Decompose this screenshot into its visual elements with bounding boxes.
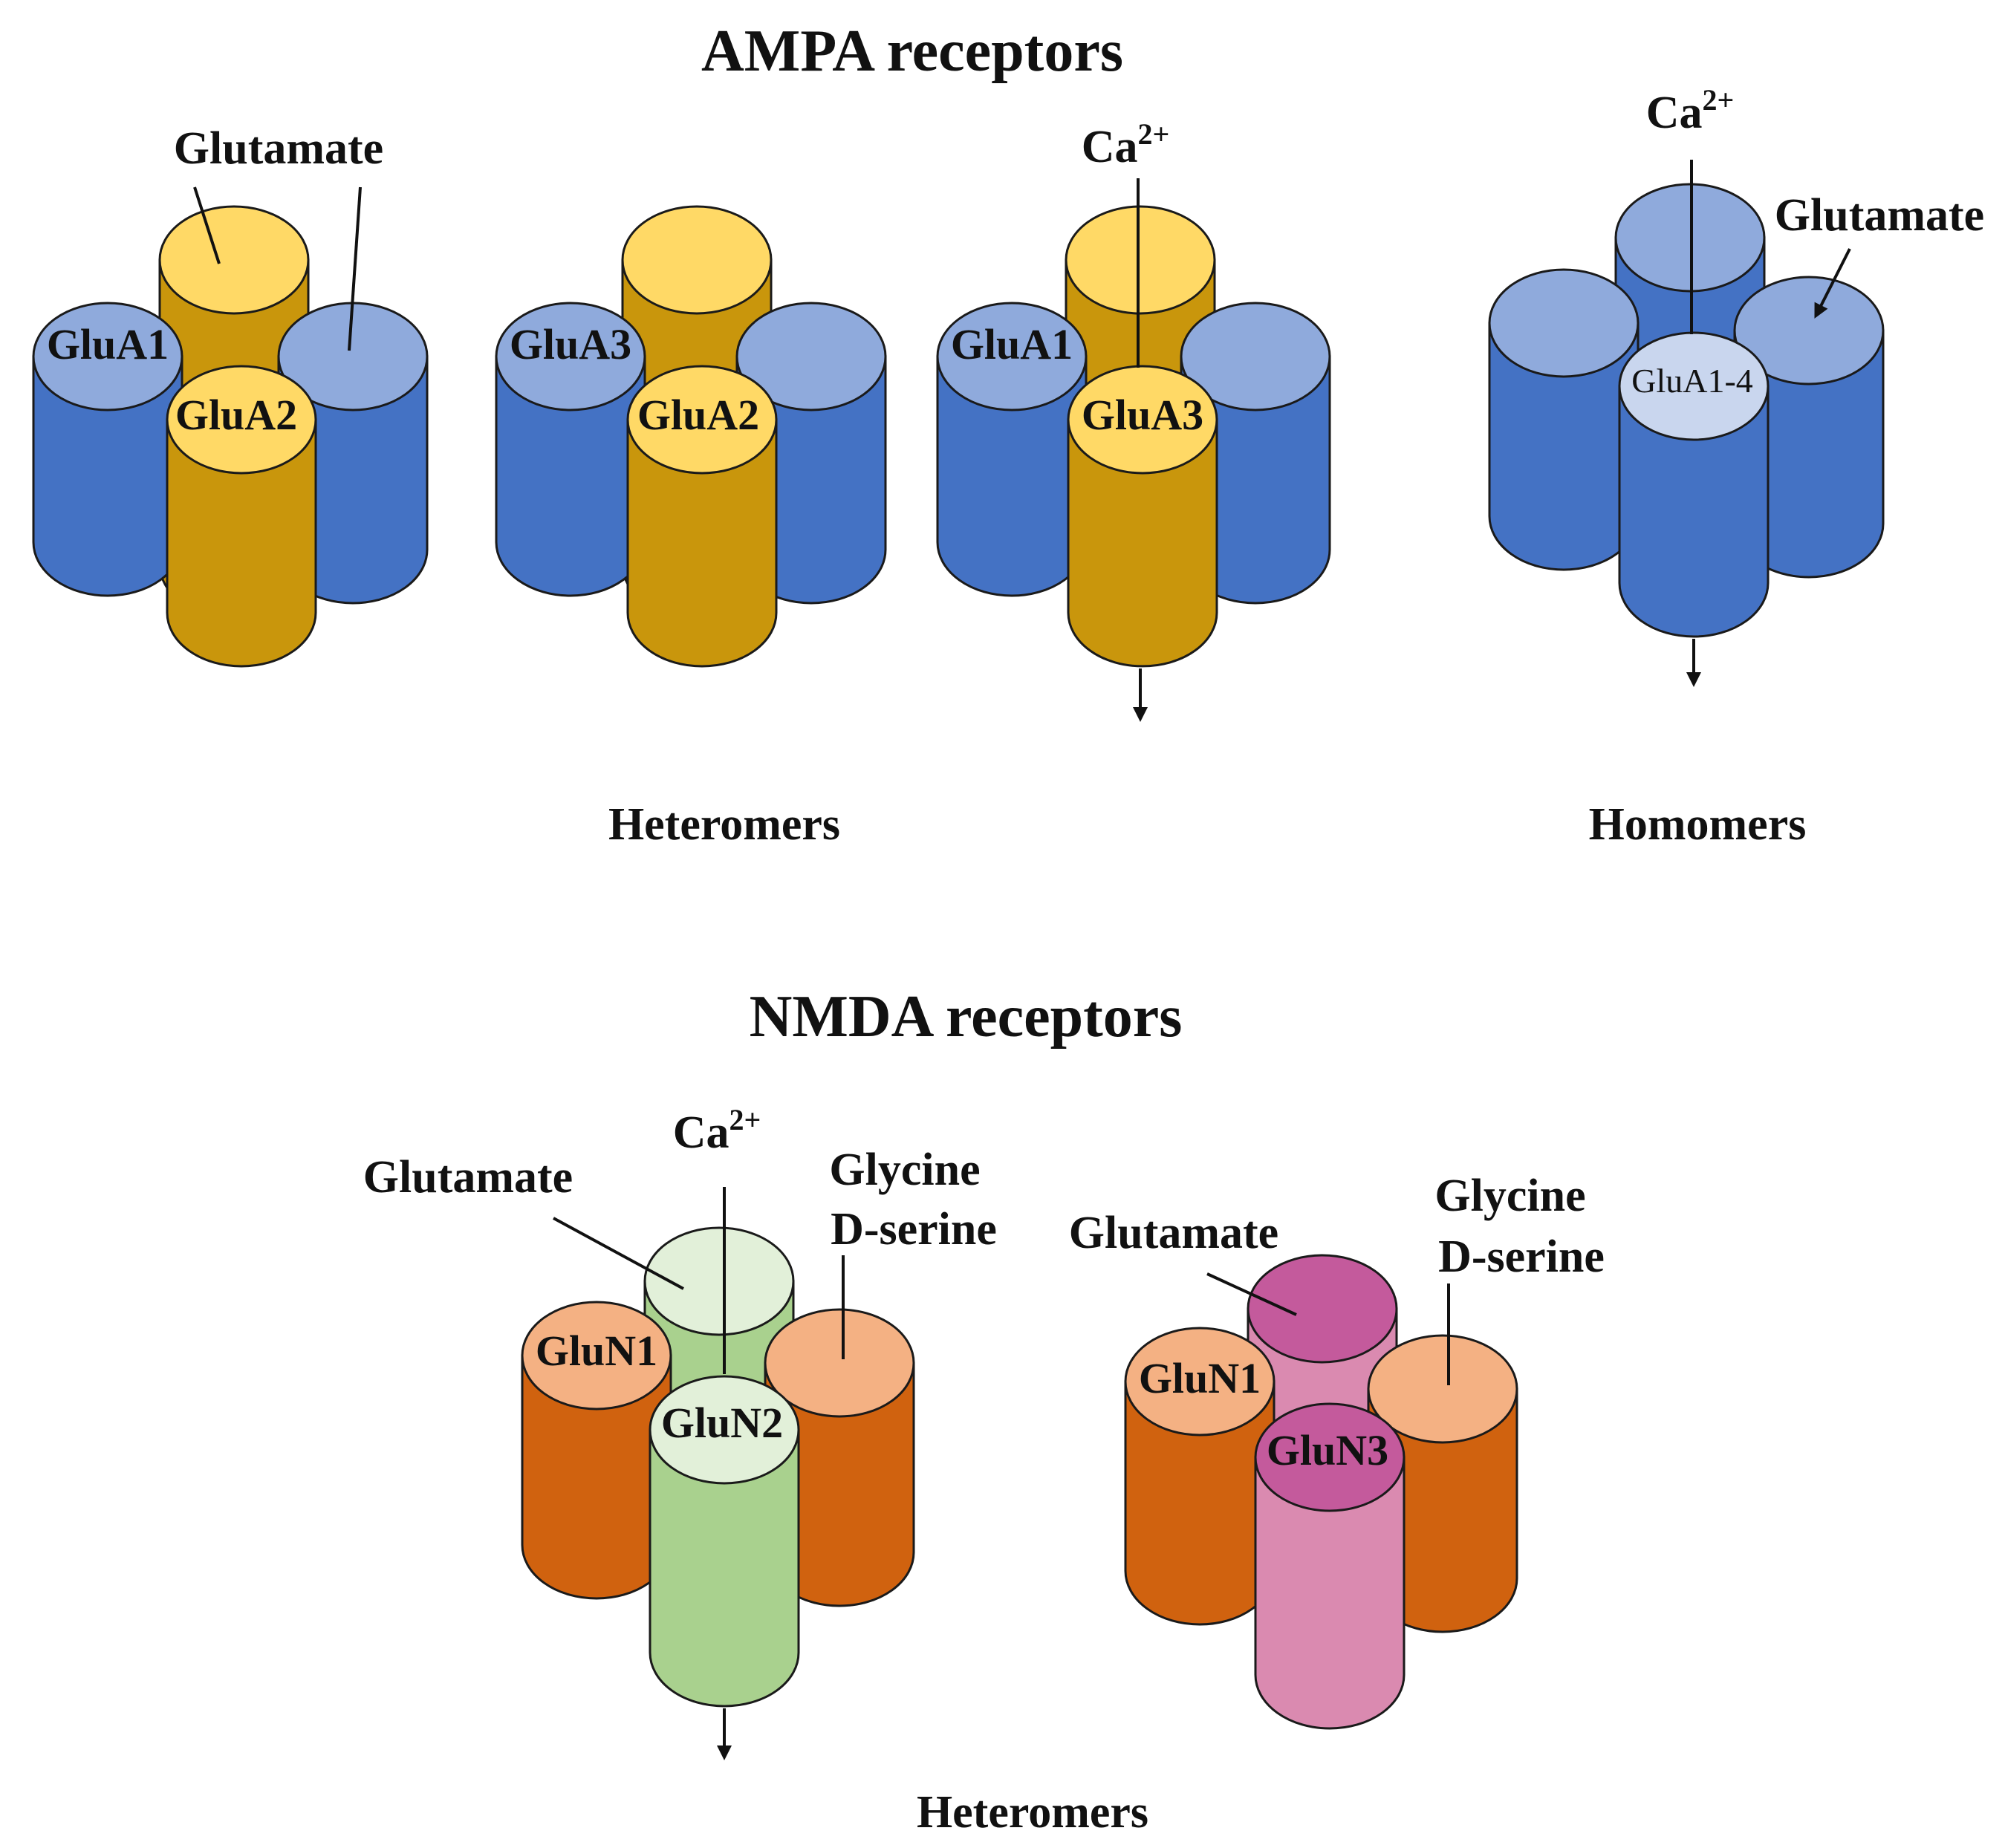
pointer-line	[553, 1217, 684, 1290]
nmda-heteromers-caption: Heteromers	[917, 1787, 1148, 1838]
subunit-right	[764, 1308, 915, 1607]
ligand-pointer-arrow	[1814, 248, 1851, 319]
pointer-line	[348, 186, 362, 351]
ampa-receptor-3: GluA1 GluA3 Ca2+	[936, 117, 1331, 722]
ligand-label-glutamate: Glutamate	[1775, 190, 1984, 241]
subunit-label-gluN2: GluN2	[661, 1399, 783, 1447]
subunit-label-gluA3: GluA3	[1082, 391, 1203, 439]
subunit-front	[649, 1375, 800, 1708]
subunit-label-gluA3: GluA3	[510, 320, 631, 368]
ligand-label-glutamate: Glutamate	[363, 1152, 573, 1203]
nmda-title: NMDA receptors	[750, 984, 1183, 1050]
ligand-label-glutamate: Glutamate	[1069, 1208, 1278, 1258]
subunit-label-gluN1: GluN1	[536, 1327, 657, 1375]
ampa-heteromers-caption: Heteromers	[608, 799, 840, 850]
subunit-front	[1618, 331, 1770, 638]
subunit-label-gluN3: GluN3	[1267, 1426, 1388, 1474]
ion-label-calcium: Ca2+	[1646, 83, 1735, 138]
nmda-receptor-1: GluN1 GluN2 Ca2+ Glutamate Glycine D-ser…	[363, 1103, 997, 1760]
ion-label-calcium: Ca2+	[673, 1103, 761, 1158]
ion-label-calcium: Ca2+	[1082, 117, 1170, 172]
subunit-front	[166, 365, 317, 668]
ampa-receptor-1: GluA1 GluA2 Glutamate	[32, 123, 429, 668]
subunit-left	[936, 302, 1088, 597]
subunit-left	[1488, 268, 1640, 571]
ampa-receptor-2: GluA3 GluA2	[495, 205, 887, 668]
subunit-right	[1180, 302, 1331, 605]
subunit-right	[1367, 1334, 1518, 1633]
subunit-front	[1254, 1402, 1406, 1730]
subunit-label-gluA2: GluA2	[175, 391, 297, 439]
subunit-label-gluA1: GluA1	[47, 320, 169, 368]
coagonist-label-glycine: Glycine	[829, 1145, 980, 1195]
subunit-label-gluA2: GluA2	[637, 391, 759, 439]
subunit-front	[626, 365, 778, 668]
ampa-receptor-homomer: GluA1-4 Ca2+ Glutamate	[1488, 83, 1984, 687]
pointer-line	[193, 186, 221, 264]
nmda-receptor-2: GluN1 GluN3 Glutamate Glycine D-serine	[1069, 1171, 1605, 1730]
subunit-left	[1124, 1327, 1276, 1626]
subunit-left	[32, 302, 183, 597]
subunit-left	[495, 302, 646, 597]
coagonist-label-glycine: Glycine	[1434, 1171, 1585, 1221]
subunit-left	[521, 1301, 672, 1600]
ligand-label-glutamate: Glutamate	[174, 123, 383, 174]
ampa-homomers-caption: Homomers	[1589, 799, 1807, 850]
subunit-right	[1733, 276, 1885, 579]
coagonist-label-d-serine: D-serine	[1438, 1232, 1605, 1282]
pointer-line	[1206, 1272, 1297, 1316]
subunit-label-gluN1: GluN1	[1139, 1354, 1261, 1402]
subunit-front	[1067, 365, 1218, 668]
subunit-label-gluA1-4: GluA1-4	[1631, 362, 1753, 400]
subunit-label-gluA1: GluA1	[951, 320, 1073, 368]
ampa-title: AMPA receptors	[701, 19, 1123, 84]
coagonist-label-d-serine: D-serine	[831, 1204, 997, 1255]
